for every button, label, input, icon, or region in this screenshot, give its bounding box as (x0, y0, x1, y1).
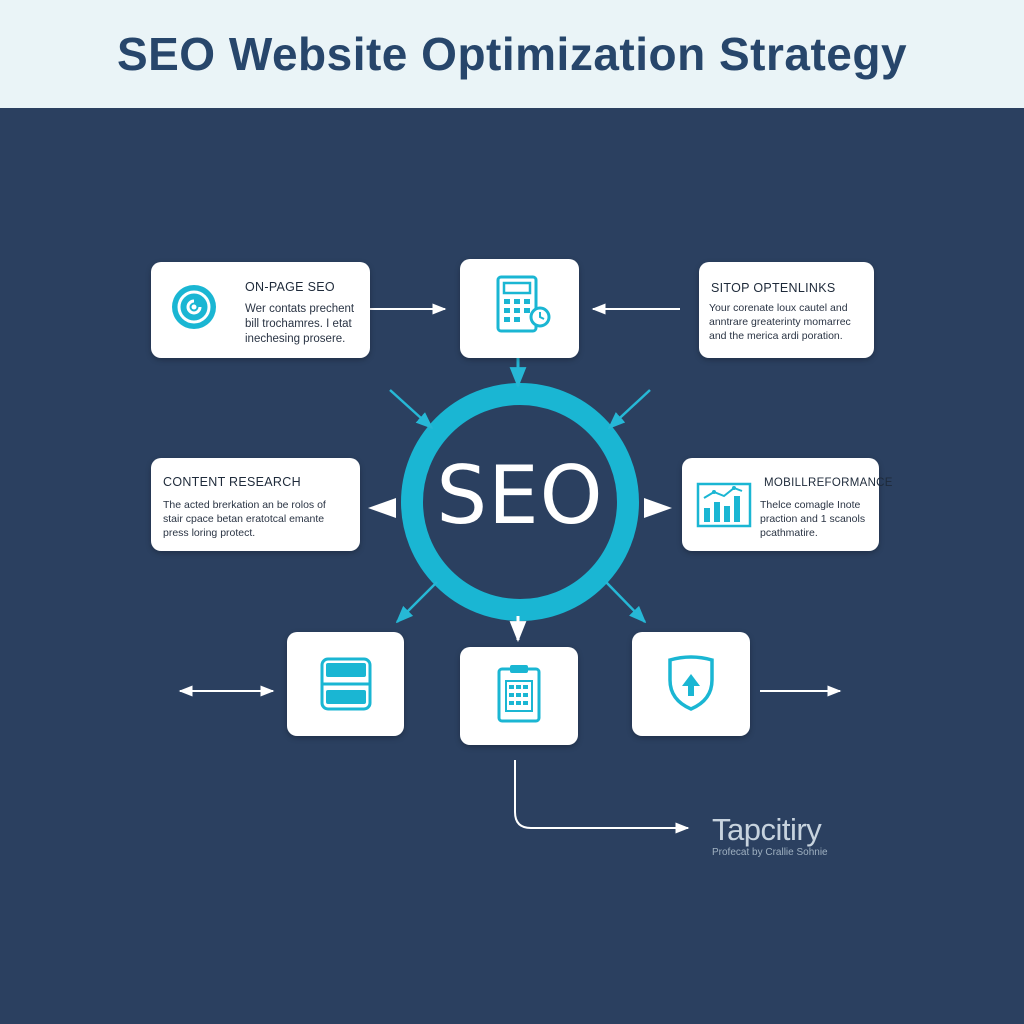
server-drive-icon (320, 657, 372, 711)
card-bottom-center[interactable] (460, 647, 578, 745)
clipboard-calendar-icon (497, 665, 541, 723)
brand-name: Tapcitiry (712, 812, 822, 847)
card-title: ON-PAGE SEO (245, 280, 335, 294)
card-title: SITOP OPTENLINKS (711, 281, 836, 295)
arrow-diag-bottom-left (395, 581, 438, 624)
card-mobile-performance[interactable]: MOBILLREFORMANCE Thelce comagle Inote pr… (682, 458, 892, 551)
seo-hub-ring (401, 383, 639, 621)
shield-icon (668, 655, 714, 711)
arrow-hub-mobile-performance (644, 498, 672, 518)
page-title: SEO Website Optimization Strategy (116, 28, 908, 80)
card-description: Thelce comagle Inote praction and 1 scan… (760, 499, 866, 539)
card-on-page-seo[interactable]: ON-PAGE SEO Wer contats prechent bill tr… (151, 262, 370, 358)
seo-hub-label: SEO (436, 448, 604, 542)
card-description: The acted brerkation an be rolos of stai… (163, 499, 326, 539)
arrow-diag-top-left (389, 389, 434, 430)
bar-chart-icon (696, 482, 752, 528)
card-bottom-left[interactable] (287, 632, 404, 736)
brand-tagline: Profecat by Crallie Sohnie (712, 847, 828, 858)
card-description: Your corenate loux cautel and anntrare g… (709, 302, 851, 342)
card-bottom-right[interactable] (632, 632, 750, 736)
target-spiral-icon (172, 285, 216, 329)
card-content-research[interactable]: CONTENT RESEARCH The acted brerkation an… (151, 458, 360, 551)
arrow-diag-top-right (607, 389, 651, 430)
header-bar: SEO Website Optimization Strategy (0, 0, 1024, 108)
card-title: CONTENT RESEARCH (163, 475, 301, 489)
arrow-diag-bottom-right (605, 581, 647, 624)
arrow-hub-content-research (368, 498, 396, 518)
card-top-center[interactable] (460, 259, 579, 358)
card-description: Wer contats prechent bill trochamres. I … (245, 303, 355, 345)
card-sitop-optenlinks[interactable]: SITOP OPTENLINKS Your corenate loux caut… (699, 262, 874, 358)
arrow-elbow-brand (514, 760, 690, 834)
calculator-clock-icon (496, 275, 551, 333)
card-title: MOBILLREFORMANCE (764, 477, 893, 489)
